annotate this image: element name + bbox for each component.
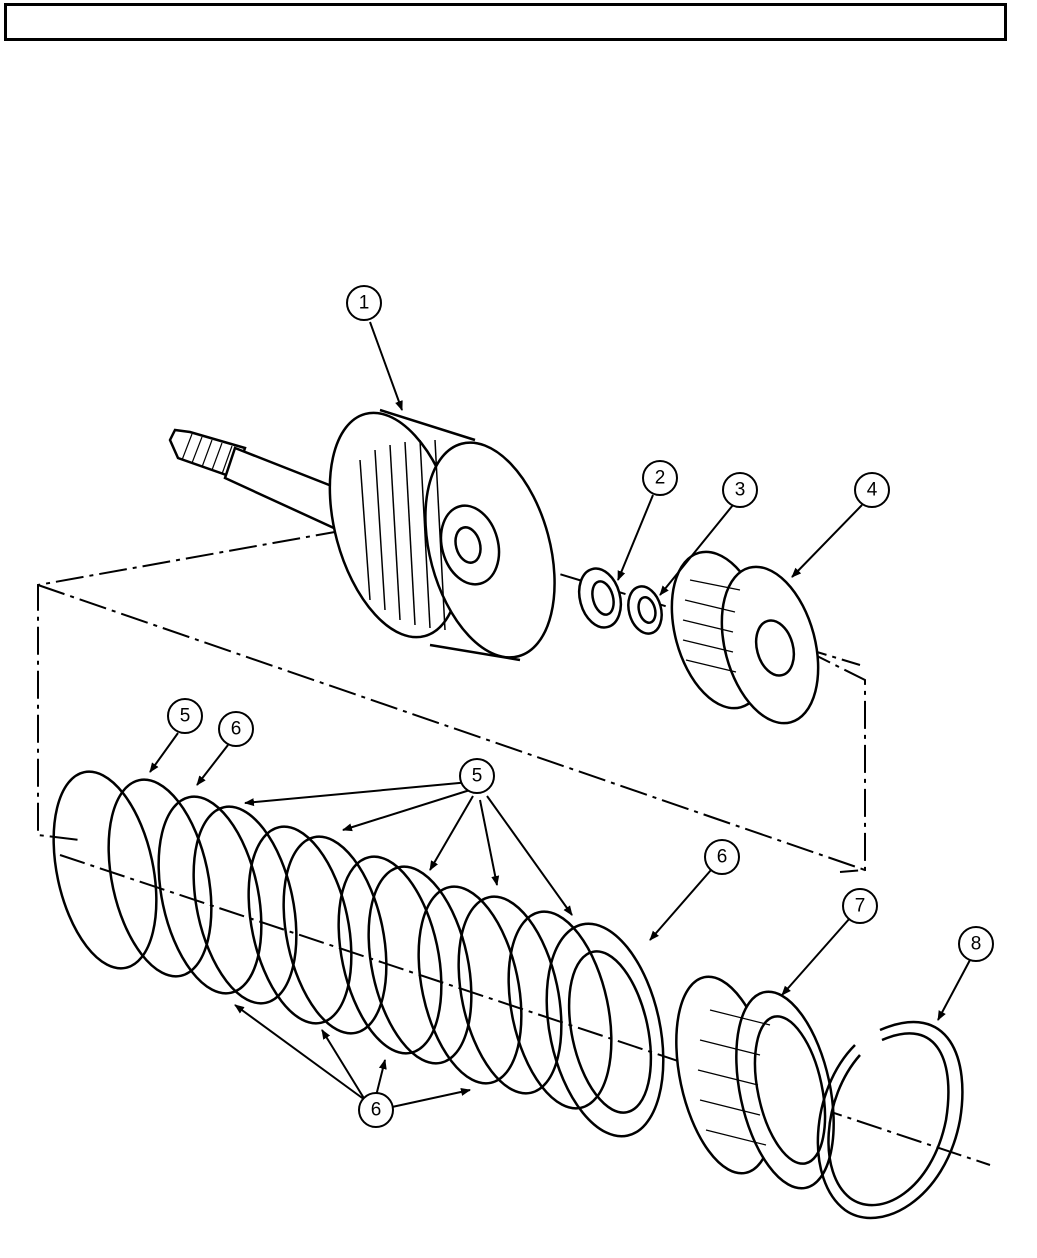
callout-7: 7: [843, 889, 877, 923]
callout-8: 8: [959, 927, 993, 961]
callout-label: 2: [655, 468, 666, 489]
callout-6-bottom: 6: [359, 1093, 393, 1127]
callout-label: 3: [735, 480, 746, 501]
callout-label: 6: [717, 847, 728, 868]
callout-label: 6: [371, 1100, 382, 1121]
part-1-input-shaft-drum: [170, 398, 576, 671]
callout-label: 8: [971, 934, 982, 955]
callout-1: 1: [347, 286, 381, 320]
part-4-gear-hub: [656, 541, 834, 734]
callout-5-left: 5: [168, 699, 202, 733]
callout-label: 4: [867, 480, 878, 501]
part-2-thrust-bearing: [573, 564, 627, 632]
callout-label: 5: [472, 766, 483, 787]
callout-label: 6: [231, 719, 242, 740]
part-3-thrust-washer: [623, 583, 666, 638]
callout-label: 7: [855, 896, 866, 917]
callout-3: 3: [723, 473, 757, 507]
callout-2: 2: [643, 461, 677, 495]
callout-4: 4: [855, 473, 889, 507]
callout-label: 5: [180, 706, 191, 727]
callout-6-right: 6: [705, 840, 739, 874]
callout-label: 1: [359, 293, 370, 314]
part-8-snap-ring: [818, 1022, 963, 1218]
part-7-clutch-hub: [660, 968, 850, 1197]
callout-6-left: 6: [219, 712, 253, 746]
callout-5-center: 5: [460, 759, 494, 793]
